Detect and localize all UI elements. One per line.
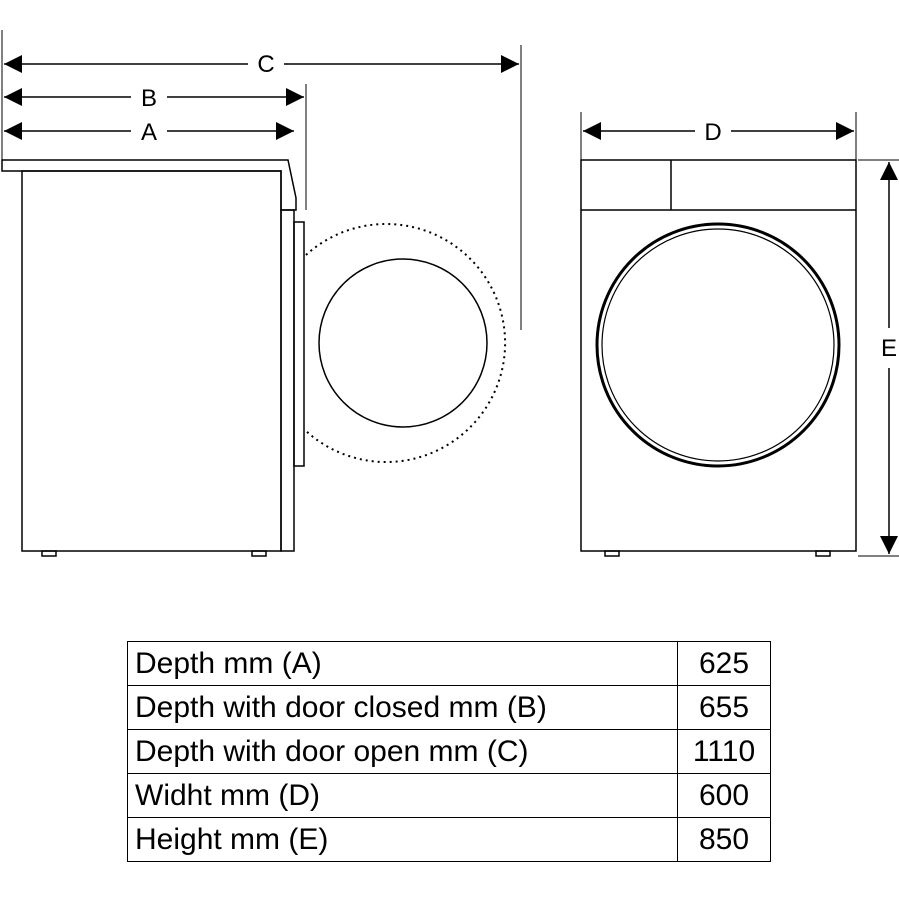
- front-view-cabinet: [580, 159, 857, 552]
- dimension-label-c: C: [257, 51, 274, 78]
- table-row: Depth with door closed mm (B) 655: [127, 685, 771, 730]
- row-label: Depth mm (A): [127, 641, 678, 686]
- front-view-door-ring: [595, 222, 841, 468]
- table-row: Height mm (E) 850: [127, 817, 771, 862]
- appliance-dimension-diagram: C B A D E: [1, 30, 899, 557]
- side-view-front-panel: [280, 209, 295, 552]
- row-value: 850: [677, 817, 771, 862]
- dimension-c: C: [4, 51, 519, 78]
- side-view: [1, 159, 507, 557]
- table-row: Depth mm (A) 625: [127, 641, 771, 686]
- row-label: Depth with door open mm (C): [127, 729, 678, 774]
- table-row: Widht mm (D) 600: [127, 773, 771, 818]
- side-view-door-hinge: [293, 221, 305, 467]
- row-label: Height mm (E): [127, 817, 678, 862]
- row-value: 1110: [677, 729, 771, 774]
- front-view-door-glass: [601, 228, 835, 462]
- row-label: Depth with door closed mm (B): [127, 685, 678, 730]
- row-label: Widht mm (D): [127, 773, 678, 818]
- front-view: [580, 159, 857, 557]
- dimension-d: D: [583, 119, 854, 146]
- front-view-foot-left: [604, 550, 620, 557]
- row-value: 600: [677, 773, 771, 818]
- dimensions-table: Depth mm (A) 625 Depth with door closed …: [127, 641, 771, 862]
- row-value: 625: [677, 641, 771, 686]
- row-value: 655: [677, 685, 771, 730]
- side-view-cabinet: [21, 170, 282, 552]
- front-view-foot-right: [815, 550, 831, 557]
- side-view-foot-left: [41, 550, 57, 557]
- side-view-porthole: [318, 258, 488, 428]
- dimension-label-a: A: [141, 119, 157, 146]
- dimension-e: E: [880, 162, 898, 554]
- table-row: Depth with door open mm (C) 1110: [127, 729, 771, 774]
- dimension-a: A: [4, 119, 294, 146]
- dimensions-table-body: Depth mm (A) 625 Depth with door closed …: [127, 641, 771, 862]
- side-view-top-panel: [1, 159, 297, 211]
- dimension-label-e: E: [881, 335, 897, 362]
- dimension-b: B: [4, 85, 304, 112]
- dimension-label-d: D: [704, 119, 721, 146]
- dimension-label-b: B: [141, 85, 157, 112]
- door-swing-path: [305, 223, 507, 463]
- side-view-foot-right: [251, 550, 267, 557]
